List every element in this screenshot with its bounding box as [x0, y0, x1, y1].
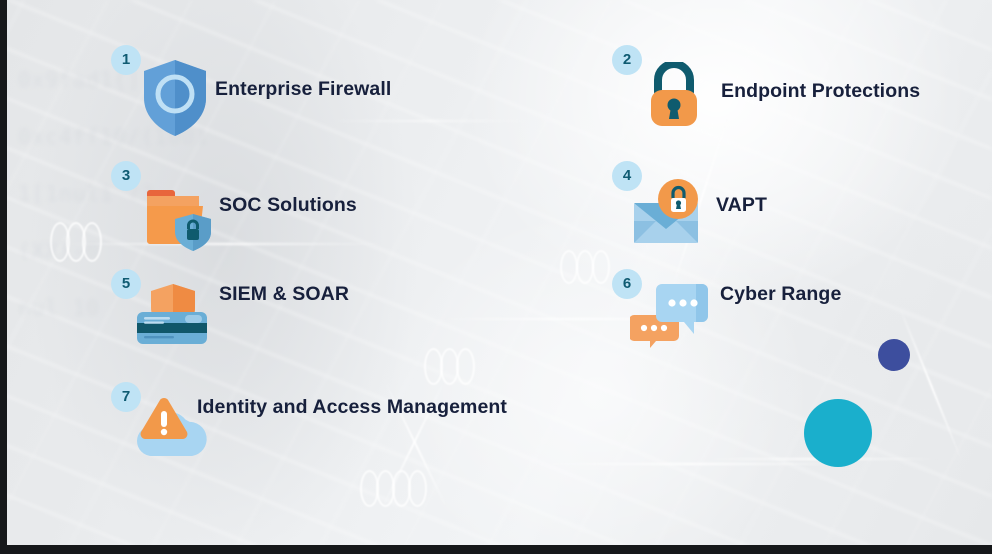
- background-ring: [408, 470, 427, 507]
- padlock-icon: [643, 60, 705, 131]
- background-streak: [330, 120, 530, 122]
- service-label: SOC Solutions: [219, 194, 357, 216]
- background-streak: [430, 318, 730, 320]
- background-ring: [82, 222, 102, 262]
- item-number-badge: 1: [111, 45, 141, 75]
- bottom-edge-bar: [0, 545, 992, 554]
- background-ring: [456, 348, 475, 385]
- item-number-badge: 6: [612, 269, 642, 299]
- left-edge-bar: [0, 0, 7, 554]
- service-label: VAPT: [716, 194, 767, 216]
- item-number-badge: 4: [612, 161, 642, 191]
- secure-card-icon: [135, 282, 209, 353]
- service-label: Endpoint Protections: [721, 80, 921, 102]
- background-ring: [592, 250, 610, 284]
- secure-folder-icon: [143, 188, 213, 257]
- item-number-badge: 5: [111, 269, 141, 299]
- indigo-circle-decoration: [878, 339, 910, 371]
- secure-email-icon: [632, 177, 704, 250]
- teal-circle-decoration: [804, 399, 872, 467]
- service-label: SIEM & SOAR: [219, 283, 350, 305]
- item-number-badge: 7: [111, 382, 141, 412]
- background-streak: [60, 243, 390, 245]
- cloud-alert-icon: [130, 394, 212, 465]
- service-label: Identity and Access Management: [197, 396, 508, 418]
- service-label: Enterprise Firewall: [215, 78, 392, 100]
- background-streak: [520, 463, 860, 465]
- chat-bubbles-icon: [629, 282, 708, 353]
- item-number-badge: 3: [111, 161, 141, 191]
- service-label: Cyber Range: [720, 283, 842, 305]
- item-number-badge: 2: [612, 45, 642, 75]
- shield-icon: [140, 58, 210, 143]
